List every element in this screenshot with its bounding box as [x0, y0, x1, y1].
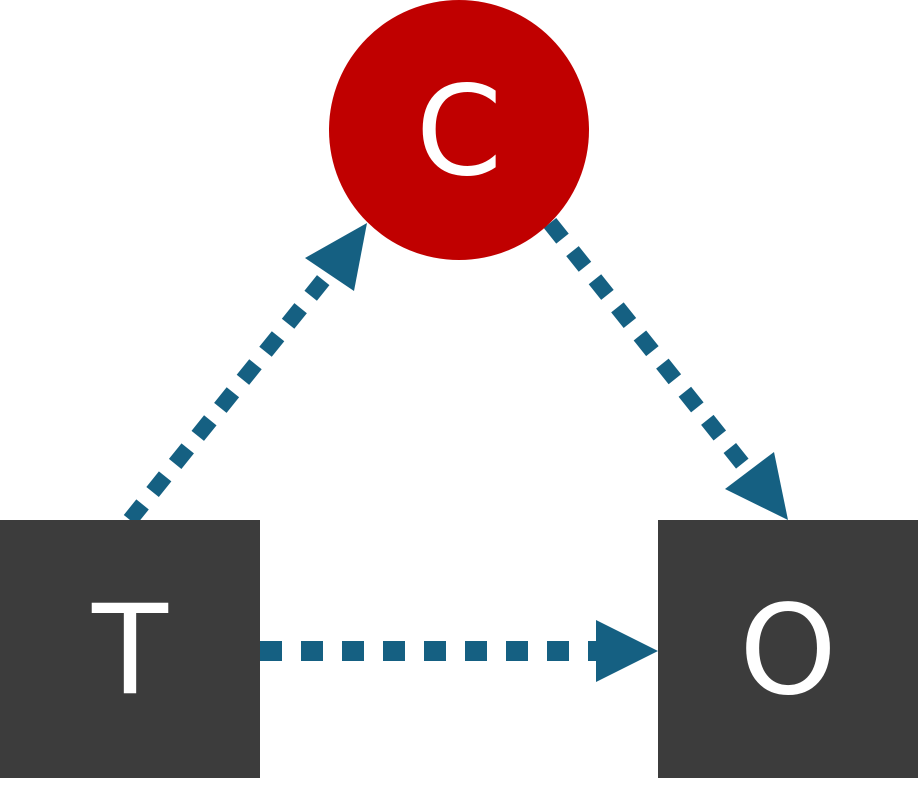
node-c: C [329, 0, 589, 260]
node-o-box [658, 520, 918, 778]
edge-c-to-o [543, 218, 788, 520]
node-t-box [0, 520, 260, 778]
edge-t-to-c [123, 223, 367, 526]
edge-t-to-o-arrowhead [596, 620, 658, 682]
edge-t-to-c-arrowhead [305, 223, 367, 291]
node-o-label: O [739, 579, 837, 723]
edge-t-to-c-line [123, 262, 340, 526]
edge-c-to-o-line [543, 218, 752, 472]
node-c-label: C [416, 60, 503, 204]
node-c-circle [329, 0, 589, 260]
node-t: T [0, 520, 260, 778]
node-o: O [658, 520, 918, 778]
node-t-label: T [91, 579, 169, 723]
edge-c-to-o-arrowhead [725, 452, 788, 520]
edge-t-to-o [260, 620, 658, 682]
